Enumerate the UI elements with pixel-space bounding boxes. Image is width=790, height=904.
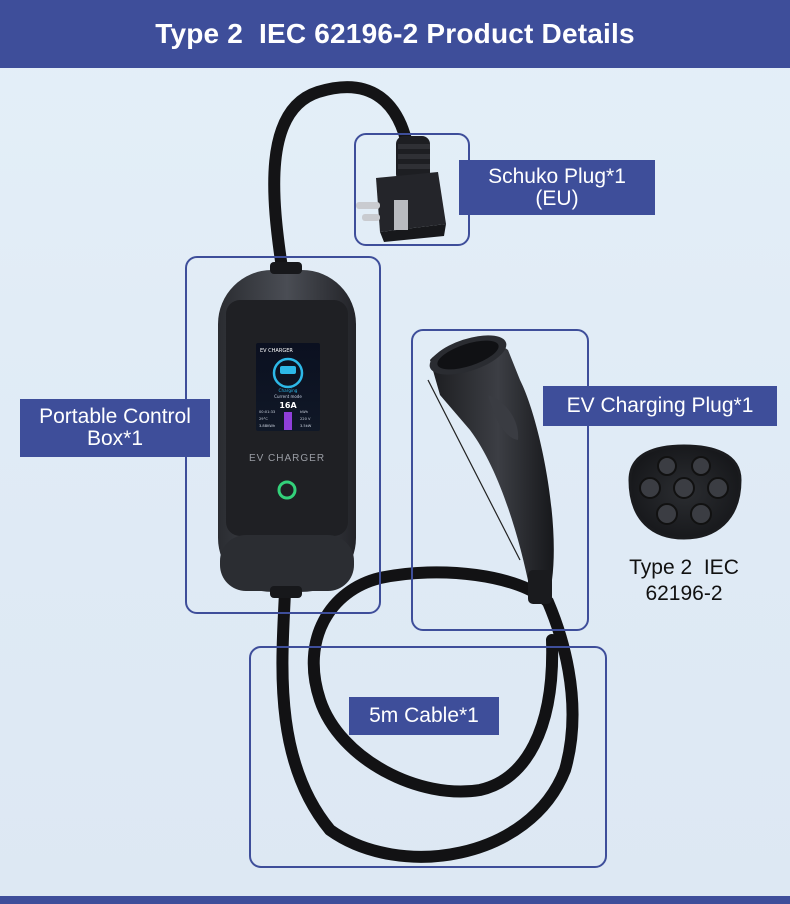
type2-connector-icon xyxy=(628,444,742,540)
control-box-label-line1: Portable Control xyxy=(39,405,191,428)
screen-power: 3.5kW xyxy=(300,424,312,428)
screen-time: 00:01:33 xyxy=(259,410,275,414)
schuko-plug-label: Schuko Plug*1 (EU) xyxy=(459,160,655,215)
ev-plug-label: EV Charging Plug*1 xyxy=(543,386,777,426)
cable-loop xyxy=(276,566,579,863)
cable-label-text: 5m Cable*1 xyxy=(369,704,479,727)
status-indicator-icon xyxy=(277,480,297,500)
cable-frame xyxy=(249,646,607,868)
screen-status: Charging xyxy=(279,388,298,393)
ev-charging-plug-icon xyxy=(427,335,554,604)
screen-title: EV CHARGER xyxy=(260,348,293,354)
ev-plug-frame xyxy=(411,329,589,631)
control-box-illustration: EV CHARGER Charging Current mode 16A 00:… xyxy=(218,262,356,598)
screen-energy: 3.8BKWh xyxy=(259,424,275,428)
page-title: Type 2 IEC 62196-2 Product Details xyxy=(155,18,635,49)
screen-current: 16A xyxy=(279,401,297,410)
connector-caption: Type 2 IEC 62196-2 xyxy=(629,556,739,605)
schuko-plug-label-line2: (EU) xyxy=(535,186,579,210)
page-header: Type 2 IEC 62196-2 Product Details xyxy=(0,0,790,68)
ev-plug-label-text: EV Charging Plug*1 xyxy=(566,394,754,417)
bottom-accent-bar xyxy=(0,896,790,904)
control-box-label: Portable Control Box*1 xyxy=(20,399,210,457)
screen-temp: 29°C xyxy=(259,417,268,421)
screen-mode-label: Current mode xyxy=(274,394,302,399)
cable-label: 5m Cable*1 xyxy=(349,697,499,735)
control-box-frame xyxy=(185,256,381,614)
schuko-plug-label-line1: Schuko Plug*1 xyxy=(488,164,626,188)
screen-voltage: 220 V xyxy=(300,417,311,421)
screen-kwh: kWh xyxy=(300,410,308,414)
device-brand-text: EV CHARGER xyxy=(249,453,325,464)
schuko-plug-icon xyxy=(356,136,446,242)
schuko-plug-frame xyxy=(354,133,470,246)
control-box-label-line2: Box*1 xyxy=(86,427,144,450)
cable-top xyxy=(268,81,416,274)
